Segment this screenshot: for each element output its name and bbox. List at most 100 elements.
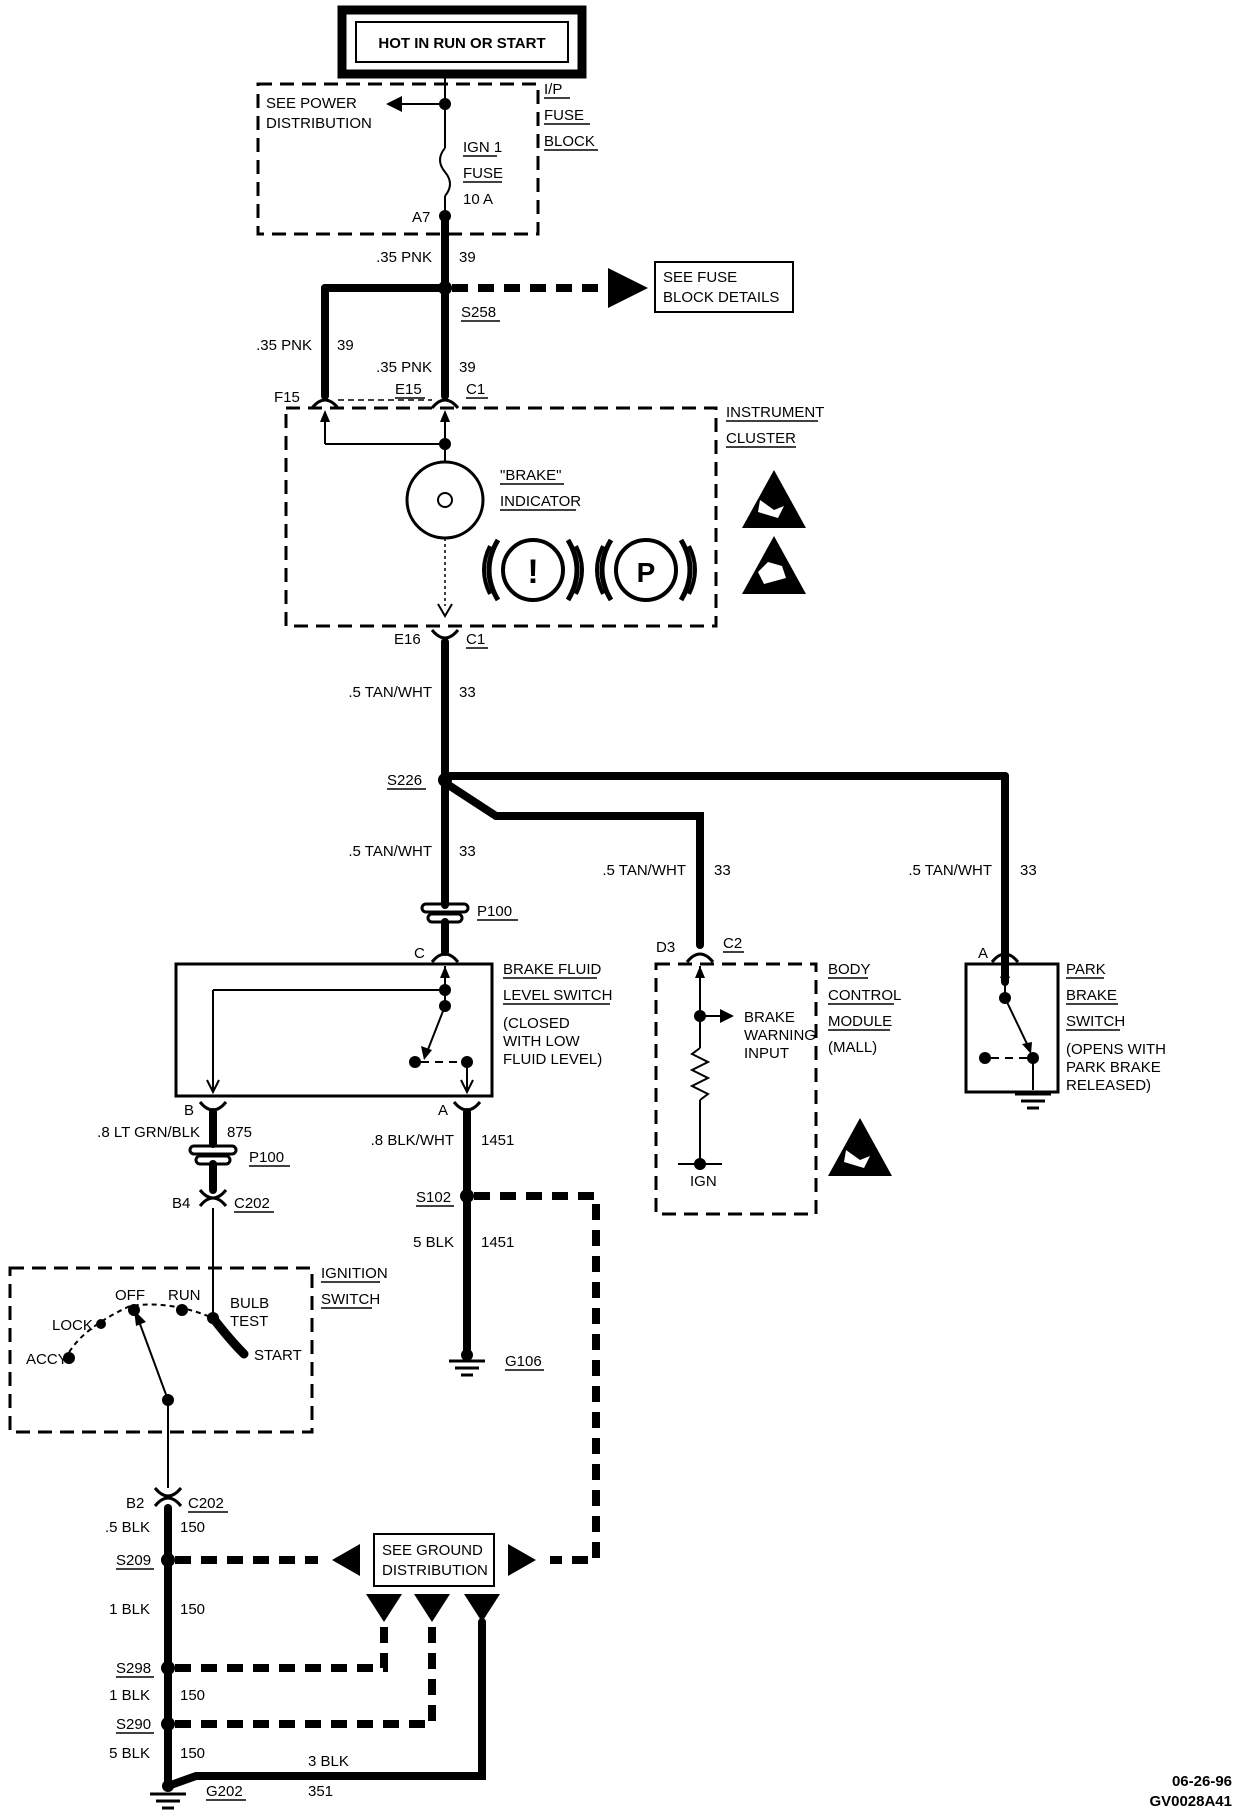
splice-s102-label: S102 xyxy=(416,1189,451,1206)
connector-p100-upper: P100 xyxy=(420,902,518,924)
park-brake-note-1: (OPENS WITH xyxy=(1066,1041,1166,1058)
bcm-label-2: CONTROL xyxy=(828,987,901,1004)
splice-s290: S290 xyxy=(116,1716,175,1734)
wire-33-park-gauge: .5 TAN/WHT xyxy=(908,862,992,879)
ground-g202-icon xyxy=(150,1780,186,1810)
cluster-connector-c1-bottom: C1 xyxy=(466,631,485,648)
c202-upper-pin: B4 xyxy=(172,1195,190,1212)
ground-dist-arrow-2-icon xyxy=(414,1594,450,1622)
c202-upper-label: C202 xyxy=(234,1195,270,1212)
see-fuse-details-box: SEE FUSE BLOCK DETAILS xyxy=(654,261,794,313)
bcm-input-label-1: BRAKE xyxy=(744,1009,795,1026)
park-brake-ground-icon xyxy=(1015,1092,1051,1110)
splice-s298: S298 xyxy=(116,1660,175,1678)
wire-1451-a-circuit: 1451 xyxy=(481,1132,514,1149)
c202-lower-pin: B2 xyxy=(126,1495,144,1512)
ign-pos-off: OFF xyxy=(115,1287,145,1304)
wire-33-bcm-gauge: .5 TAN/WHT xyxy=(602,862,686,879)
park-brake-note-2: PARK BRAKE xyxy=(1066,1059,1161,1076)
p100-upper-pin: C xyxy=(414,945,425,962)
wire-39-right-circuit: 39 xyxy=(459,359,476,376)
wire-150-a-gauge: .5 BLK xyxy=(105,1519,150,1536)
see-fuse-details-line-2: BLOCK DETAILS xyxy=(663,289,779,306)
ground-dist-arrow-right-icon xyxy=(508,1544,536,1576)
fuse-block-label-2: FUSE xyxy=(544,107,584,124)
wire-1451-a-gauge: .8 BLK/WHT xyxy=(371,1132,454,1149)
wire-39-top-circuit: 39 xyxy=(459,249,476,266)
diagram-date: 06-26-96 xyxy=(1172,1773,1232,1790)
wire-39-left-gauge: .35 PNK xyxy=(256,337,312,354)
ign-pos-accy: ACCY xyxy=(26,1351,68,1368)
p100-upper-label: P100 xyxy=(477,903,512,920)
wire-33-lower-gauge: .5 TAN/WHT xyxy=(348,843,432,860)
p-symbol-text: P xyxy=(637,557,656,588)
wire-150-b-gauge: 1 BLK xyxy=(109,1601,150,1618)
wire-150-c-circuit: 150 xyxy=(180,1687,205,1704)
wire-39-top-gauge: .35 PNK xyxy=(376,249,432,266)
park-brake-pin-a: A xyxy=(978,945,988,962)
connector-p100-lower: P100 xyxy=(188,1144,290,1167)
wire-150-b-circuit: 150 xyxy=(180,1601,205,1618)
bfl-switch-note-1: (CLOSED xyxy=(503,1015,570,1032)
cluster-label-1: INSTRUMENT xyxy=(726,404,824,421)
bcm-label-4: (MALL) xyxy=(828,1039,877,1056)
bcm-ign-label: IGN xyxy=(690,1173,717,1190)
splice-s258-label: S258 xyxy=(461,304,496,321)
wire-351-circuit: 351 xyxy=(308,1783,333,1800)
ground-dist-arrow-3-icon xyxy=(464,1594,500,1622)
ip-fuse-block: I/P FUSE BLOCK SEE POWER DISTRIBUTION IG… xyxy=(256,74,598,236)
wire-1451-b-gauge: 5 BLK xyxy=(413,1234,454,1251)
cluster-connector-f15: F15 xyxy=(274,389,300,406)
wire-33-main-gauge: .5 TAN/WHT xyxy=(348,684,432,701)
fuse-terminal: A7 xyxy=(412,209,430,226)
diagram-code: GV0028A41 xyxy=(1149,1793,1232,1810)
wire-351-gauge: 3 BLK xyxy=(308,1753,349,1770)
splice-s290-label: S290 xyxy=(116,1716,151,1733)
see-power-arrow-icon xyxy=(386,96,402,112)
park-brake-label-3: SWITCH xyxy=(1066,1013,1125,1030)
wire-1451-b-circuit: 1451 xyxy=(481,1234,514,1251)
splice-s102: S102 xyxy=(416,1189,474,1207)
park-brake-switch: PARK BRAKE SWITCH (OPENS WITH PARK BRAKE… xyxy=(964,961,1166,1094)
ign-pos-start: START xyxy=(254,1347,302,1364)
ignition-switch-label-2: SWITCH xyxy=(321,1291,380,1308)
bfl-switch-note-2: WITH LOW xyxy=(503,1033,580,1050)
p100-lower-pin-b: B xyxy=(184,1102,194,1119)
fuse-block-label-1: I/P xyxy=(544,81,562,98)
ign-pos-bulb-test-2: TEST xyxy=(230,1313,268,1330)
park-brake-p-icon: P xyxy=(595,538,697,602)
exclaim-symbol-text: ! xyxy=(527,553,538,591)
ign-pos-run: RUN xyxy=(168,1287,201,1304)
park-brake-note-3: RELEASED) xyxy=(1066,1077,1151,1094)
bcm-label-1: BODY xyxy=(828,961,871,978)
see-power-line-2: DISTRIBUTION xyxy=(266,115,372,132)
p100-lower-pin-a: A xyxy=(438,1102,448,1119)
c202-lower-label: C202 xyxy=(188,1495,224,1512)
splice-s226-label: S226 xyxy=(387,772,422,789)
wire-33-bcm-circuit: 33 xyxy=(714,862,731,879)
brake-indicator-label-2: INDICATOR xyxy=(500,493,581,510)
ground-g106-icon xyxy=(449,1349,485,1377)
wire-150-d-gauge: 5 BLK xyxy=(109,1745,150,1762)
cluster-connector-e15: E15 xyxy=(395,381,422,398)
power-source-box: HOT IN RUN OR START xyxy=(337,5,587,79)
see-ground-line-2: DISTRIBUTION xyxy=(382,1562,488,1579)
cluster-label-2: CLUSTER xyxy=(726,430,796,447)
see-fuse-details-arrow-icon xyxy=(608,268,648,308)
cluster-connector-e16: E16 xyxy=(394,631,421,648)
ign-pos-lock: LOCK xyxy=(52,1317,93,1334)
fuse-label-3: 10 A xyxy=(463,191,493,208)
ignition-switch: IGNITION SWITCH LOCK OFF RUN BULB TEST S… xyxy=(8,1265,388,1434)
bcm-input-label-2: WARNING xyxy=(744,1027,816,1044)
bcm-input-label-3: INPUT xyxy=(744,1045,789,1062)
ground-dist-arrow-1-icon xyxy=(366,1594,402,1622)
bcm-pin-d3: D3 xyxy=(656,939,675,956)
bcm-label-3: MODULE xyxy=(828,1013,892,1030)
splice-s298-label: S298 xyxy=(116,1660,151,1677)
wire-875-circuit: 875 xyxy=(227,1124,252,1141)
ground-g202-label: G202 xyxy=(206,1783,243,1800)
brake-indicator-bulb-icon xyxy=(405,460,485,540)
bcm-connector-c2: C2 xyxy=(723,935,742,952)
instrument-cluster: F15 E15 C1 INSTRUMENT CLUSTER "BRAKE" IN… xyxy=(274,381,824,628)
